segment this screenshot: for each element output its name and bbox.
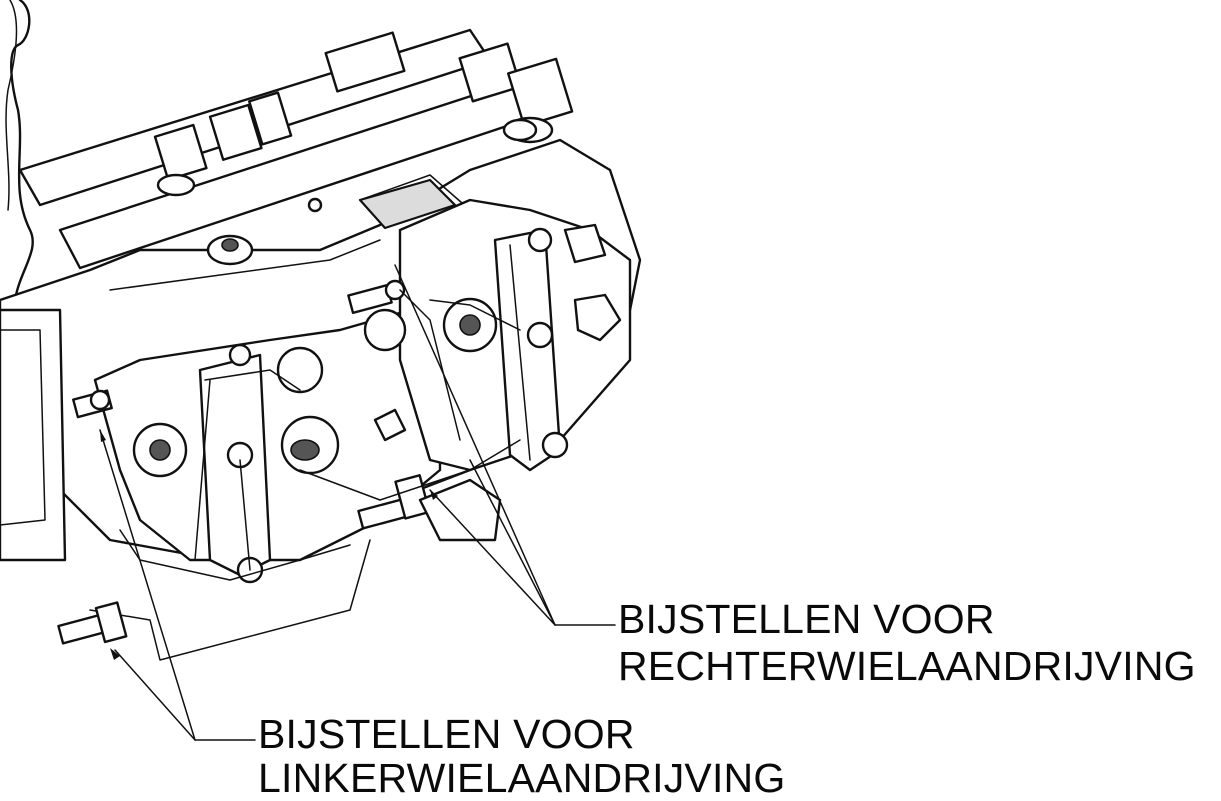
left-callout-line2: LINKERWIELAANDRIJVING xyxy=(258,755,786,801)
left-leader xyxy=(114,649,256,741)
right-callout-label: BIJSTELLEN VOOR RECHTERWIELAANDRIJVING xyxy=(618,597,1196,688)
left-callout-line1: BIJSTELLEN VOOR xyxy=(258,711,635,757)
right-control-assembly xyxy=(299,198,632,542)
right-leader xyxy=(469,459,616,626)
hydraulic-tubes xyxy=(18,28,574,270)
leader-lines xyxy=(99,264,616,741)
left-callout-label: BIJSTELLEN VOOR LINKERWIELAANDRIJVING xyxy=(258,712,785,800)
left-control-assembly xyxy=(57,308,442,661)
wire-loop xyxy=(10,0,34,302)
wire-loop-inner xyxy=(5,0,18,211)
right-callout-line2: RECHTERWIELAANDRIJVING xyxy=(618,643,1196,689)
right-callout-line1: BIJSTELLEN VOOR xyxy=(618,596,995,642)
